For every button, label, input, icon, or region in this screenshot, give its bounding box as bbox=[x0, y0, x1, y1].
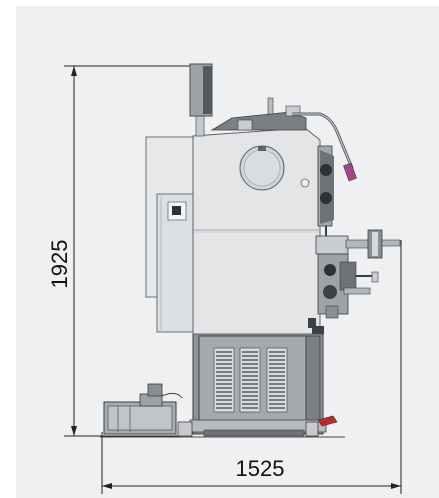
small-knob bbox=[300, 178, 310, 188]
spindle-assembly bbox=[312, 145, 401, 334]
cabinet-foot-right bbox=[305, 421, 319, 437]
coolant-pump-unit bbox=[103, 383, 183, 435]
top-assembly bbox=[189, 63, 357, 182]
cabinet-foot-left bbox=[177, 421, 193, 437]
width-dimension-label: 1525 bbox=[236, 456, 285, 481]
height-arrow-top bbox=[71, 66, 77, 76]
headstock-body bbox=[145, 127, 321, 335]
lever-grip bbox=[343, 162, 357, 182]
width-arrow-left bbox=[102, 483, 112, 489]
main-switch bbox=[172, 206, 181, 215]
height-dimension-label: 1925 bbox=[47, 240, 72, 289]
base-cabinet bbox=[177, 333, 338, 437]
height-arrow-bottom bbox=[71, 426, 77, 436]
width-arrow-right bbox=[391, 483, 401, 489]
height-dimension bbox=[64, 65, 205, 437]
width-dimension bbox=[101, 240, 402, 494]
foot-pedal bbox=[317, 415, 338, 427]
